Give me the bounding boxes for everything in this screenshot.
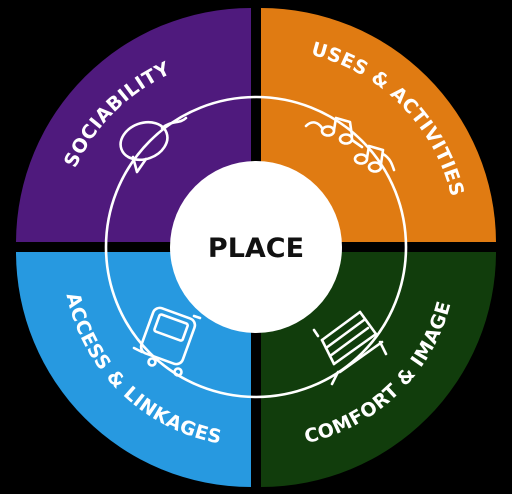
- quadrant-comfort-image: [261, 252, 496, 487]
- connector-ring: [104, 95, 408, 399]
- quadrant-access-linkages-shape: [16, 252, 251, 487]
- quadrant-uses-activities-shape: [261, 7, 496, 242]
- center-label: PLACE: [208, 233, 304, 264]
- speech-bubble-icon: [119, 116, 188, 174]
- quadrant-uses-activities: [261, 7, 496, 242]
- quadrant-access-linkages: [16, 252, 251, 487]
- music-notes-icon: [304, 116, 396, 173]
- quadrant-comfort-image-shape: [261, 252, 496, 487]
- bench-icon: [312, 310, 388, 386]
- center-circle: [170, 161, 342, 333]
- bus-icon: [132, 306, 202, 377]
